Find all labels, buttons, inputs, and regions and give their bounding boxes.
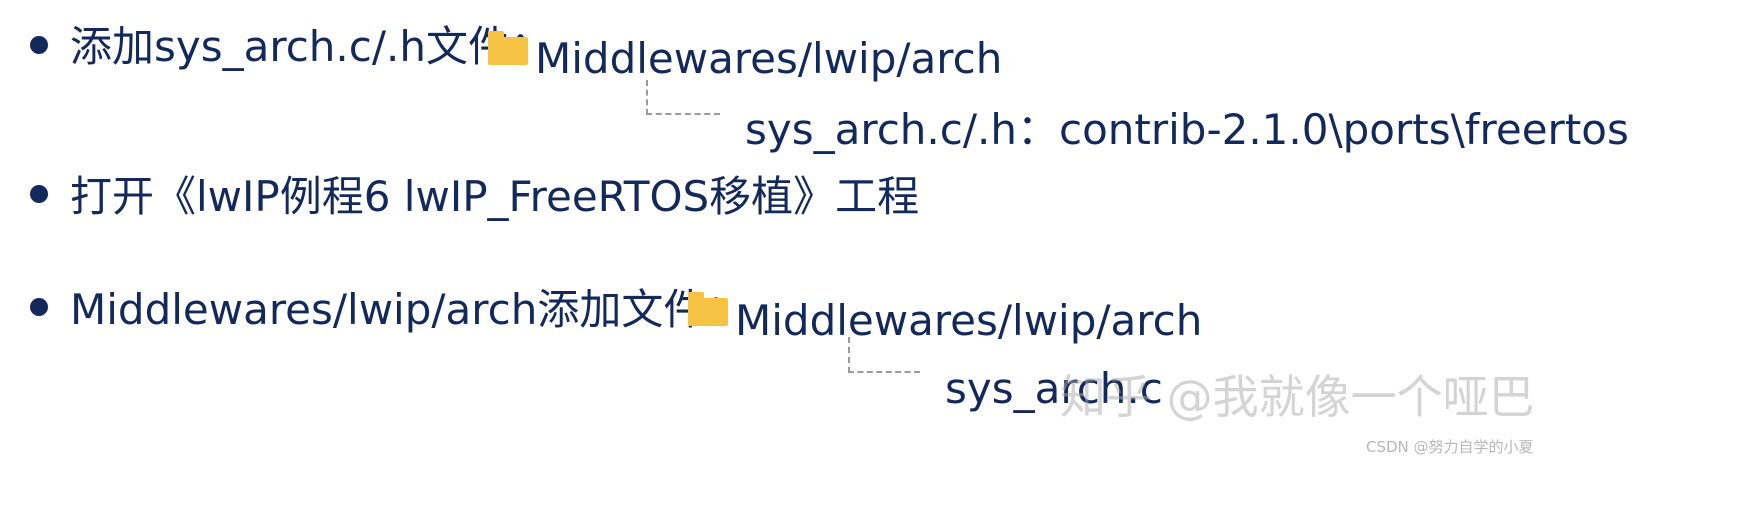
bullet-dot: [30, 36, 48, 54]
bullet-3-child-text: sys_arch.c: [945, 364, 1163, 413]
credit-text: CSDN @努力自学的小夏: [1366, 438, 1534, 456]
watermark-text: 知乎 @我就像一个哑巴: [1060, 370, 1535, 424]
bullet-2-text: 打开《lwIP例程6 lwIP_FreeRTOS移植》工程: [70, 172, 920, 221]
bullet-1-folder-path: Middlewares/lwip/arch: [535, 34, 1003, 83]
bullet-dot: [30, 298, 48, 316]
tree-connector: [646, 80, 720, 115]
bullet-dot: [30, 185, 48, 203]
bullet-1-child-text: sys_arch.c/.h：contrib-2.1.0\ports\freert…: [745, 105, 1629, 154]
bullet-3-text: Middlewares/lwip/arch添加文件：: [70, 285, 748, 334]
tree-connector: [848, 337, 920, 373]
folder-icon: [688, 292, 728, 326]
folder-icon: [488, 31, 528, 65]
bullet-3-folder-path: Middlewares/lwip/arch: [735, 296, 1203, 345]
bullet-1-text: 添加sys_arch.c/.h文件：: [70, 22, 552, 71]
